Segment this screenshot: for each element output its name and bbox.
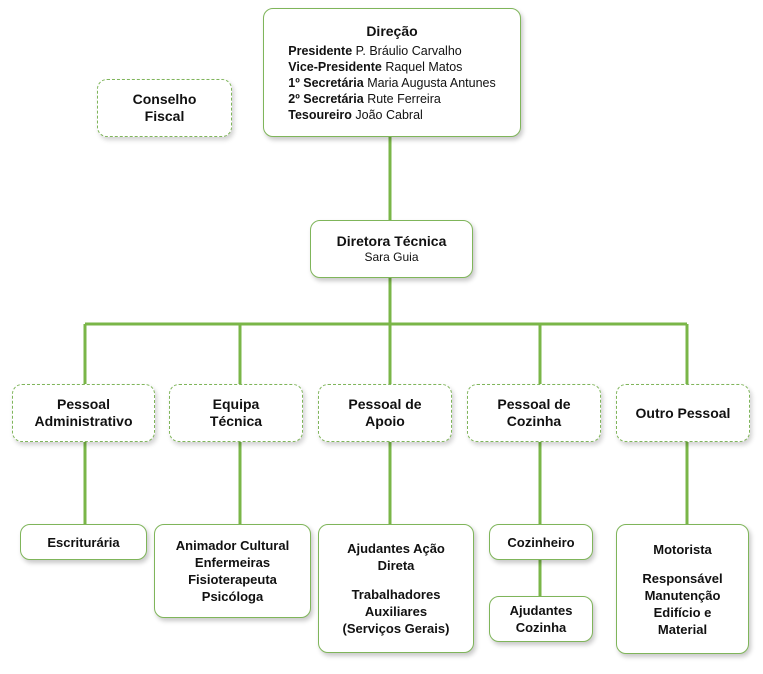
direcao-member: 2º Secretária Rute Ferreira: [288, 91, 496, 107]
cozinheiro-label: Cozinheiro: [507, 534, 575, 550]
outro-staff-item: Manutenção: [644, 587, 721, 603]
pessoal-administrativo-box: Pessoal Administrativo: [12, 384, 155, 442]
member-role: Presidente: [288, 43, 353, 58]
conselho-line2: Fiscal: [144, 108, 185, 124]
outro-staff-item: Material: [657, 621, 708, 637]
direcao-member: Tesoureiro João Cabral: [288, 107, 496, 123]
equipa-staff-item: Fisioterapeuta: [188, 572, 277, 587]
member-role: Tesoureiro: [288, 107, 352, 122]
member-name: João Cabral: [355, 107, 423, 122]
member-role: 2º Secretária: [288, 91, 364, 106]
diretora-tecnica-box: Diretora Técnica Sara Guia: [310, 220, 473, 278]
apoio-staff-item: Auxiliares: [364, 604, 428, 619]
member-name: Rute Ferreira: [367, 91, 441, 106]
ajudantes-cozinha-box: Ajudantes Cozinha: [489, 596, 593, 642]
equipa-staff-item: Enfermeiras: [194, 555, 271, 570]
apoio-staff-item: Trabalhadores: [351, 587, 441, 602]
administrativo-line2: Administrativo: [34, 413, 133, 429]
apoio-staff-item: Direta: [377, 558, 415, 573]
cozinheiro-box: Cozinheiro: [489, 524, 593, 560]
direcao-member: 1º Secretária Maria Augusta Antunes: [288, 75, 496, 91]
apoio-line1: Pessoal de: [348, 396, 422, 412]
ajudantes-cozinha-line: Cozinha: [515, 620, 567, 635]
pessoal-cozinha-box: Pessoal de Cozinha: [467, 384, 601, 442]
member-name: Raquel Matos: [385, 59, 463, 74]
outro-staff-box: Motorista Responsável Manutenção Edifíci…: [616, 524, 749, 654]
member-role: 1º Secretária: [288, 75, 364, 90]
equipa-staff-box: Animador Cultural Enfermeiras Fisioterap…: [154, 524, 311, 618]
conselho-fiscal-box: Conselho Fiscal: [97, 79, 232, 137]
apoio-staff-item: (Serviços Gerais): [342, 621, 450, 636]
escrituraria-label: Escriturária: [47, 534, 120, 550]
equipa-staff-item: Psicóloga: [201, 589, 264, 604]
outro-staff-item: Responsável: [642, 570, 723, 586]
pessoal-apoio-box: Pessoal de Apoio: [318, 384, 452, 442]
outro-line1: Outro Pessoal: [635, 404, 731, 421]
direcao-members: Presidente P. Bráulio Carvalho Vice-Pres…: [288, 43, 496, 123]
diretora-title: Diretora Técnica: [336, 233, 447, 249]
ajudantes-cozinha-line: Ajudantes: [509, 603, 573, 618]
cozinha-line2: Cozinha: [506, 413, 562, 429]
apoio-line2: Apoio: [365, 413, 405, 429]
cozinha-line1: Pessoal de: [497, 396, 571, 412]
apoio-staff-box: Ajudantes Ação Direta Trabalhadores Auxi…: [318, 524, 474, 653]
direcao-box: Direção Presidente P. Bráulio Carvalho V…: [263, 8, 521, 137]
outro-staff-item: Motorista: [653, 541, 712, 557]
apoio-staff-item: Ajudantes Ação: [347, 541, 445, 556]
direcao-title: Direção: [366, 22, 418, 39]
member-name: P. Bráulio Carvalho: [355, 43, 462, 58]
equipa-line2: Técnica: [209, 413, 263, 429]
equipa-staff-item: Animador Cultural: [175, 538, 290, 553]
member-name: Maria Augusta Antunes: [367, 75, 496, 90]
equipa-line1: Equipa: [212, 396, 260, 412]
direcao-member: Vice-Presidente Raquel Matos: [288, 59, 496, 75]
diretora-name: Sara Guia: [364, 250, 419, 264]
escrituraria-box: Escriturária: [20, 524, 147, 560]
member-role: Vice-Presidente: [288, 59, 382, 74]
equipa-tecnica-box: Equipa Técnica: [169, 384, 303, 442]
outro-pessoal-box: Outro Pessoal: [616, 384, 750, 442]
administrativo-line1: Pessoal: [57, 396, 110, 412]
outro-staff-item: Edifício e: [653, 604, 712, 620]
direcao-member: Presidente P. Bráulio Carvalho: [288, 43, 496, 59]
conselho-line1: Conselho: [132, 91, 197, 107]
